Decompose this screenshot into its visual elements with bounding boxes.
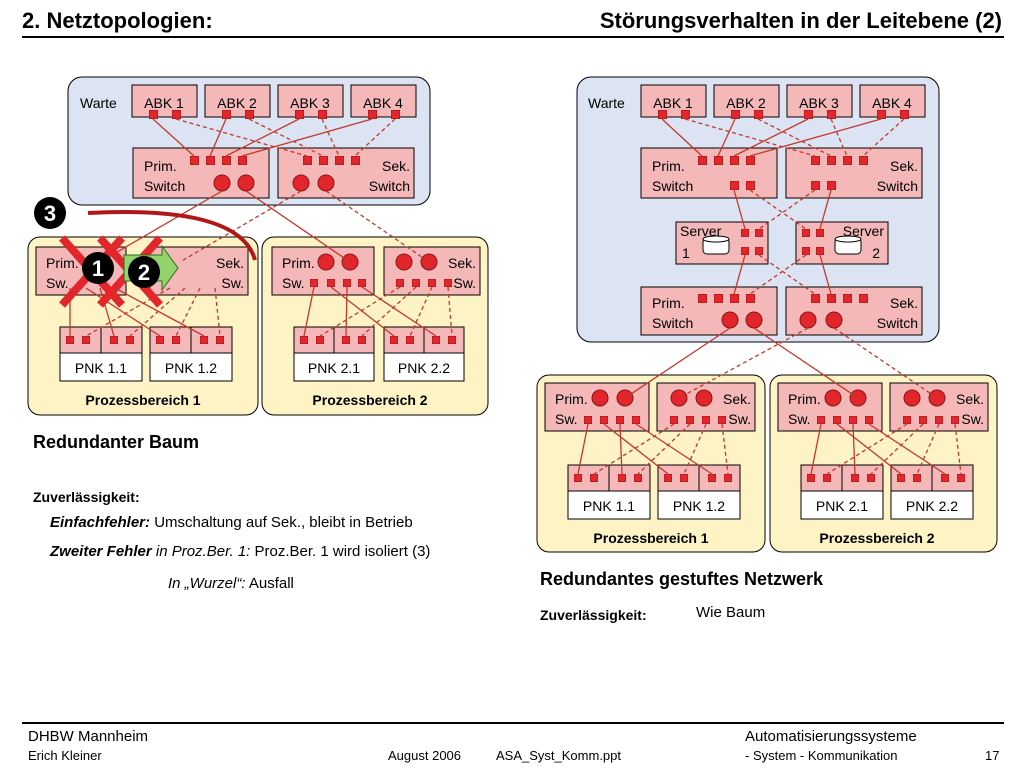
right-caption: Redundantes gestuftes Netzwerk [540, 569, 824, 589]
right-reliability-label: Zuverlässigkeit: [540, 607, 647, 623]
svg-text:1: 1 [92, 256, 104, 281]
reliability-line-3: In „Wurzel“: Ausfall [168, 575, 294, 592]
footer-author: Erich Kleiner [28, 748, 102, 763]
svg-text:Prim.: Prim. [652, 295, 685, 311]
svg-text:Sw.: Sw. [282, 275, 305, 291]
marker-3 [34, 197, 66, 229]
abk-label: ABK 4 [363, 95, 403, 111]
svg-text:Sek.: Sek. [890, 295, 918, 311]
abk-label: ABK 3 [290, 95, 330, 111]
abk-label: ABK 2 [217, 95, 257, 111]
right-bottom-switches: Prim. Switch Sek. Switch [640, 286, 923, 336]
left-abk-boxes: ABK 1 ABK 2 ABK 3 ABK 4 [131, 84, 417, 118]
svg-text:1: 1 [682, 245, 690, 261]
right-abk-boxes: ABK 1 ABK 2 ABK 3 ABK 4 [640, 84, 926, 119]
svg-text:Prim.: Prim. [788, 391, 821, 407]
svg-text:Switch: Switch [877, 315, 918, 331]
page-title: Störungsverhalten in der Leitebene (2) [599, 8, 1002, 33]
svg-text:3: 3 [44, 201, 56, 226]
area-label: Prozessbereich 1 [85, 392, 200, 408]
footer-date: August 2006 [388, 748, 462, 763]
svg-text:Sw.: Sw. [961, 411, 984, 427]
svg-text:Sek.: Sek. [216, 255, 244, 271]
svg-text:Switch: Switch [144, 178, 185, 194]
svg-text:Switch: Switch [652, 315, 693, 331]
area-label: Prozessbereich 2 [819, 530, 934, 546]
right-process-area-2: Prim. Sw. Sek. Sw. PNK 2.1 PNK 2.2 Proze… [769, 374, 998, 553]
reliability-line-2: Zweiter Fehler in Proz.Ber. 1: Proz.Ber.… [50, 543, 431, 560]
area-label: Prozessbereich 1 [593, 530, 708, 546]
abk-label: ABK 1 [144, 95, 184, 111]
pnk-label: PNK 1.2 [165, 360, 217, 376]
svg-text:Switch: Switch [369, 178, 410, 194]
svg-text:Switch: Switch [877, 178, 918, 194]
abk-label: ABK 2 [726, 95, 766, 111]
right-servers: Server 1 Server 2 [675, 221, 889, 265]
section-title: 2. Netztopologien: [22, 8, 213, 33]
svg-text:Sw.: Sw. [46, 275, 69, 291]
right-warte-area: Warte [576, 76, 940, 343]
right-reliability-value: Wie Baum [696, 604, 766, 621]
area-label: Prozessbereich 2 [312, 392, 427, 408]
svg-text:Sw.: Sw. [453, 275, 476, 291]
warte-label: Warte [80, 95, 117, 111]
right-top-switches: Prim. Switch Sek. Switch [640, 147, 923, 199]
svg-text:Prim.: Prim. [555, 391, 588, 407]
svg-text:Prim.: Prim. [652, 158, 685, 174]
pnk-label: PNK 2.1 [308, 360, 360, 376]
pnk-label: PNK 2.1 [816, 498, 868, 514]
pnk-label: PNK 2.2 [398, 360, 450, 376]
abk-label: ABK 1 [653, 95, 693, 111]
failure-markers: 3 1 2 [34, 197, 257, 308]
footer-file: ASA_Syst_Komm.ppt [496, 748, 621, 763]
svg-text:Sek.: Sek. [723, 391, 751, 407]
left-root-switches: Prim. Switch Sek. Switch [132, 147, 415, 199]
server-label: Server [680, 223, 722, 239]
prim-switch-label: Prim. [144, 158, 177, 174]
svg-text:Sw.: Sw. [728, 411, 751, 427]
abk-label: ABK 3 [799, 95, 839, 111]
reliability-line-1: Einfachfehler: Umschaltung auf Sek., ble… [50, 514, 413, 531]
svg-text:Prim.: Prim. [282, 255, 315, 271]
svg-text:Sw.: Sw. [221, 275, 244, 291]
marker-1 [82, 252, 114, 284]
svg-text:Sek.: Sek. [956, 391, 984, 407]
svg-text:2: 2 [138, 260, 150, 285]
header-rule [22, 36, 1004, 38]
footer-rule [22, 722, 1004, 724]
sek-switch-label: Sek. [382, 158, 410, 174]
pnk-label: PNK 2.2 [906, 498, 958, 514]
left-caption: Redundanter Baum [33, 432, 200, 452]
svg-text:Prim.: Prim. [46, 255, 79, 271]
server-label: Server [843, 223, 885, 239]
footer-subtitle: - System - Kommunikation [745, 748, 898, 763]
pnk-label: PNK 1.1 [75, 360, 127, 376]
svg-text:Sek.: Sek. [448, 255, 476, 271]
abk-label: ABK 4 [872, 95, 912, 111]
footer-org: DHBW Mannheim [28, 728, 149, 745]
svg-text:Switch: Switch [652, 178, 693, 194]
left-process-area-2: Prim. Sw. Sek. Sw. PNK 2.1 PNK 2.2 Proze… [261, 236, 489, 416]
svg-text:2: 2 [872, 245, 880, 261]
svg-text:Sek.: Sek. [890, 158, 918, 174]
svg-text:Sw.: Sw. [555, 411, 578, 427]
pnk-label: PNK 1.1 [583, 498, 635, 514]
left-reliability-label: Zuverlässigkeit: [33, 489, 140, 505]
warte-label: Warte [588, 95, 625, 111]
footer-course: Automatisierungssysteme [745, 728, 917, 745]
svg-text:Sw.: Sw. [788, 411, 811, 427]
right-process-area-1: Prim. Sw. Sek. Sw. PNK 1.1 PNK 1.2 Proze… [536, 374, 766, 553]
footer-page-number: 17 [985, 748, 1000, 763]
pnk-label: PNK 1.2 [673, 498, 725, 514]
marker-2 [128, 256, 160, 288]
